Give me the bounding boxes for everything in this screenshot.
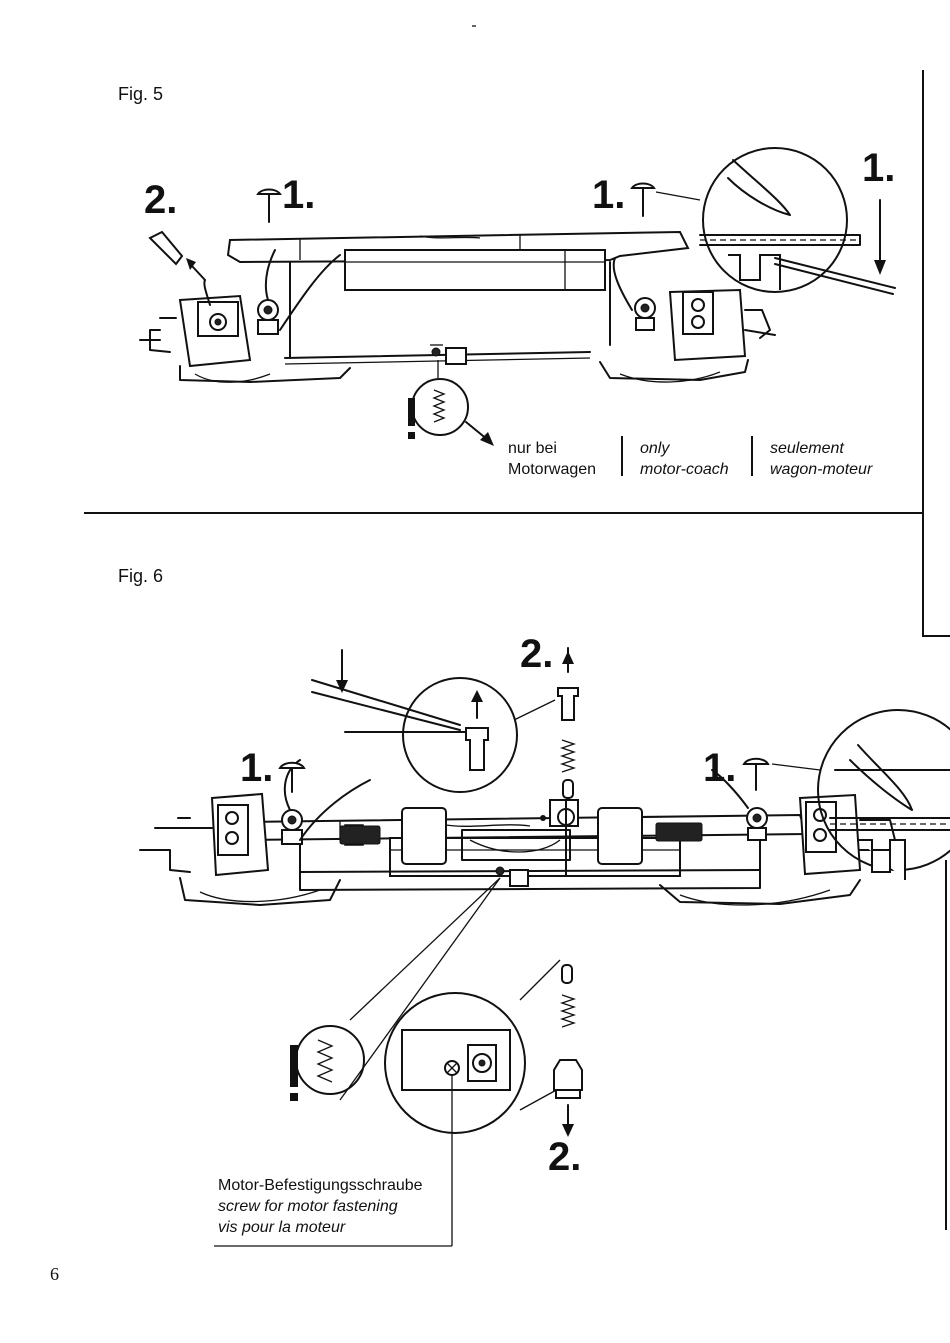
page-number: 6 (50, 1264, 59, 1285)
fig6-screw-caption: Motor-Befestigungsschraube screw for mot… (218, 1175, 423, 1238)
fig6-screw-caption-de: Motor-Befestigungsschraube (218, 1175, 423, 1196)
fig6-screw-caption-en: screw for motor fastening (218, 1196, 423, 1217)
fig6-step-2-top-pin: 2. (520, 634, 553, 674)
fig6-screw-caption-fr: vis pour la moteur (218, 1217, 423, 1238)
fig6-step-1-left-screw: 1. (240, 748, 273, 788)
fig6-step-2-bottom-pin: 2. (548, 1137, 581, 1177)
fig6-chassis (140, 648, 950, 1246)
fig6-step-1-right-screw: 1. (703, 748, 736, 788)
